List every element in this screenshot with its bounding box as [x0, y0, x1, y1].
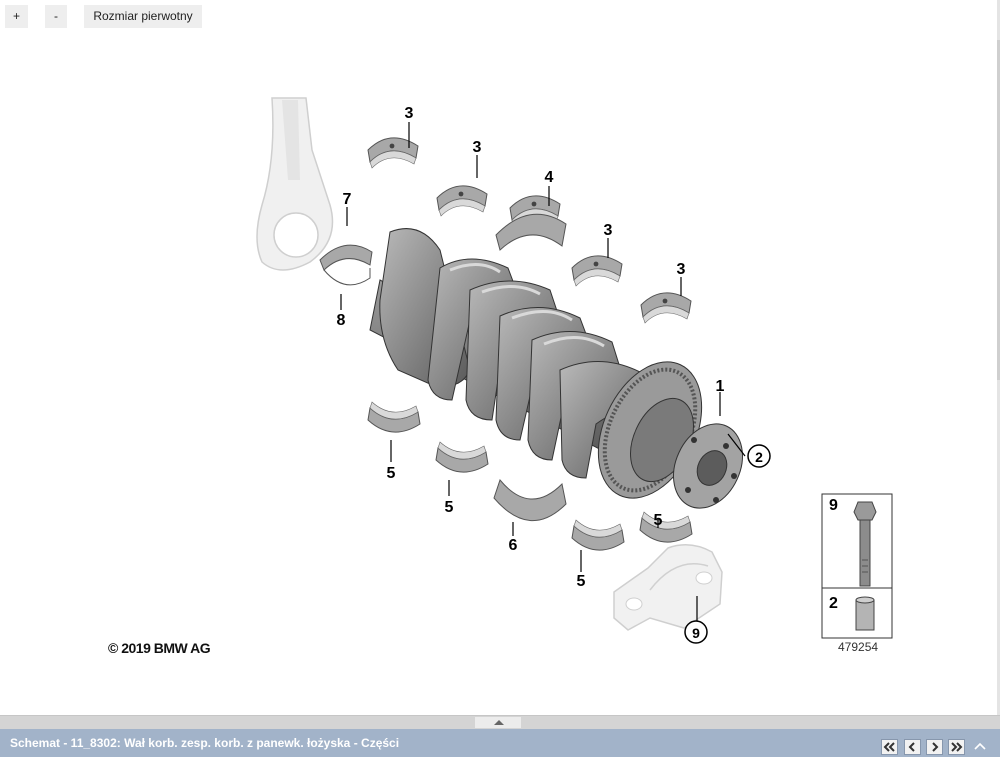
diagram-number: 479254	[838, 640, 879, 654]
callout-label: 8	[337, 312, 346, 329]
callout-label: 9	[692, 625, 700, 641]
copyright-notice: © 2019 BMW AG	[108, 640, 211, 656]
lower-bearing-shells	[367, 401, 693, 551]
diagram-title: Schemat - 11_8302: Wał korb. zesp. korb.…	[10, 736, 400, 750]
callout-leaders	[340, 122, 746, 622]
upper-bearing-shells	[319, 137, 692, 324]
legend-item-number: 2	[829, 595, 838, 612]
original-size-button[interactable]: Rozmiar pierwotny	[84, 5, 202, 28]
splitter-handle[interactable]	[475, 717, 521, 728]
status-bar: Schemat - 11_8302: Wał korb. zesp. korb.…	[0, 729, 1000, 757]
callout-label: 2	[755, 449, 763, 465]
parts-legend-box: 9 2	[821, 493, 893, 639]
expand-up-icon	[494, 720, 504, 725]
collapse-up-icon[interactable]	[974, 741, 986, 751]
toolbar: + - Rozmiar pierwotny	[0, 0, 1000, 34]
callout-label: 3	[677, 261, 686, 278]
legend-item-number: 9	[829, 497, 838, 514]
callout-label: 5	[387, 465, 396, 482]
crankshaft	[369, 228, 743, 509]
diagram-illustration: 3 3 4 7 3 3 8 1 2 5 5 6 5 5 9 9 2	[256, 97, 893, 644]
panel-splitter[interactable]	[0, 715, 1000, 729]
bearing-cap-outline	[613, 544, 723, 631]
zoom-out-button[interactable]: -	[45, 5, 67, 28]
next-page-icon[interactable]	[926, 739, 943, 755]
bolt-icon	[853, 501, 877, 587]
callout-label: 3	[604, 222, 613, 239]
callout-label: 3	[405, 105, 414, 122]
vertical-scrollbar[interactable]	[997, 0, 1000, 715]
callout-label: 5	[577, 573, 586, 590]
callout-label: 7	[343, 191, 352, 208]
first-page-icon[interactable]	[881, 739, 898, 755]
callout-label: 5	[654, 512, 663, 529]
dowel-pin-icon	[855, 596, 875, 631]
scrollbar-thumb[interactable]	[997, 40, 1000, 380]
callout-label: 6	[509, 537, 518, 554]
previous-page-icon[interactable]	[904, 739, 921, 755]
parts-diagram: 3 3 4 7 3 3 8 1 2 5 5 6 5 5 9 9 2	[108, 97, 893, 656]
callout-label: 5	[445, 499, 454, 516]
callout-label: 1	[716, 378, 725, 395]
callout-label: 3	[473, 139, 482, 156]
connecting-rod-outline	[256, 97, 334, 271]
last-page-icon[interactable]	[948, 739, 965, 755]
callout-label: 4	[545, 169, 554, 186]
zoom-in-button[interactable]: +	[5, 5, 28, 28]
